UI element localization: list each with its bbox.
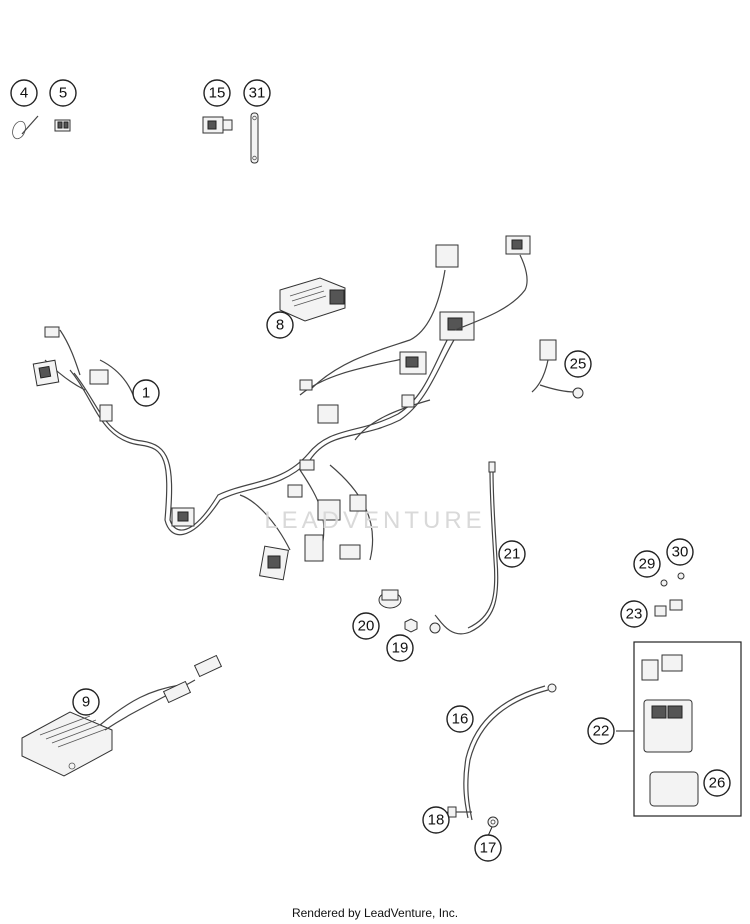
- callout-30-label: 30: [672, 544, 689, 561]
- callout-17-label: 17: [480, 840, 497, 857]
- callout-1-label: 1: [142, 385, 150, 402]
- callout-9[interactable]: 9: [72, 688, 100, 716]
- part-31-bracket: [250, 112, 259, 164]
- watermark: LEADVENTURE: [264, 507, 486, 534]
- callout-29-label: 29: [639, 556, 656, 573]
- callout-20-label: 20: [358, 618, 375, 635]
- callout-5-label: 5: [59, 85, 67, 102]
- callout-1[interactable]: 1: [132, 379, 160, 407]
- callout-4-label: 4: [20, 85, 28, 102]
- callout-18[interactable]: 18: [422, 806, 450, 834]
- part-21-cable: [429, 461, 499, 635]
- callout-26[interactable]: 26: [703, 769, 731, 797]
- callout-21[interactable]: 21: [498, 540, 526, 568]
- part-16-cable: [463, 683, 557, 821]
- callout-15[interactable]: 15: [203, 79, 231, 107]
- group-box-22: [633, 641, 742, 817]
- part-15-switch: [202, 116, 233, 134]
- callout-31-label: 31: [249, 85, 266, 102]
- callout-21-label: 21: [504, 546, 521, 563]
- leader-lines: [425, 730, 634, 837]
- callout-30[interactable]: 30: [666, 538, 694, 566]
- callout-8-label: 8: [276, 317, 284, 334]
- callout-8[interactable]: 8: [266, 311, 294, 339]
- callout-19-label: 19: [392, 640, 409, 657]
- callout-5[interactable]: 5: [49, 79, 77, 107]
- callout-17[interactable]: 17: [474, 834, 502, 862]
- part-30-screw: [677, 572, 685, 580]
- part-23-caps: [654, 599, 683, 617]
- part-18-bolt: [447, 806, 472, 818]
- part-4-cable-tie: [12, 115, 39, 140]
- footer-credit: Rendered by LeadVenture, Inc.: [291, 906, 459, 920]
- part-9-voltage-regulator: [21, 654, 223, 777]
- callout-22[interactable]: 22: [587, 717, 615, 745]
- callout-26-label: 26: [709, 775, 726, 792]
- callout-25[interactable]: 25: [564, 350, 592, 378]
- callout-31[interactable]: 31: [243, 79, 271, 107]
- callout-25-label: 25: [570, 356, 587, 373]
- callout-9-label: 9: [82, 694, 90, 711]
- part-1-wiring-harness: [32, 244, 475, 581]
- part-25-cable-boot: [531, 339, 584, 399]
- callout-19[interactable]: 19: [386, 634, 414, 662]
- part-29-screw: [660, 579, 668, 587]
- part-5-connector: [54, 119, 71, 132]
- callout-23-label: 23: [626, 606, 643, 623]
- callout-22-label: 22: [593, 723, 610, 740]
- part-8-control-unit: [279, 277, 346, 322]
- part-19-nut: [404, 618, 418, 633]
- callout-4[interactable]: 4: [10, 79, 38, 107]
- callout-15-label: 15: [209, 85, 226, 102]
- callout-29[interactable]: 29: [633, 550, 661, 578]
- callout-23[interactable]: 23: [620, 600, 648, 628]
- part-17-washer: [487, 816, 499, 828]
- callout-20[interactable]: 20: [352, 612, 380, 640]
- callout-16-label: 16: [452, 711, 469, 728]
- callout-18-label: 18: [428, 812, 445, 829]
- harness-branch-cable: [454, 235, 531, 331]
- part-20-sensor: [378, 589, 402, 609]
- callout-16[interactable]: 16: [446, 705, 474, 733]
